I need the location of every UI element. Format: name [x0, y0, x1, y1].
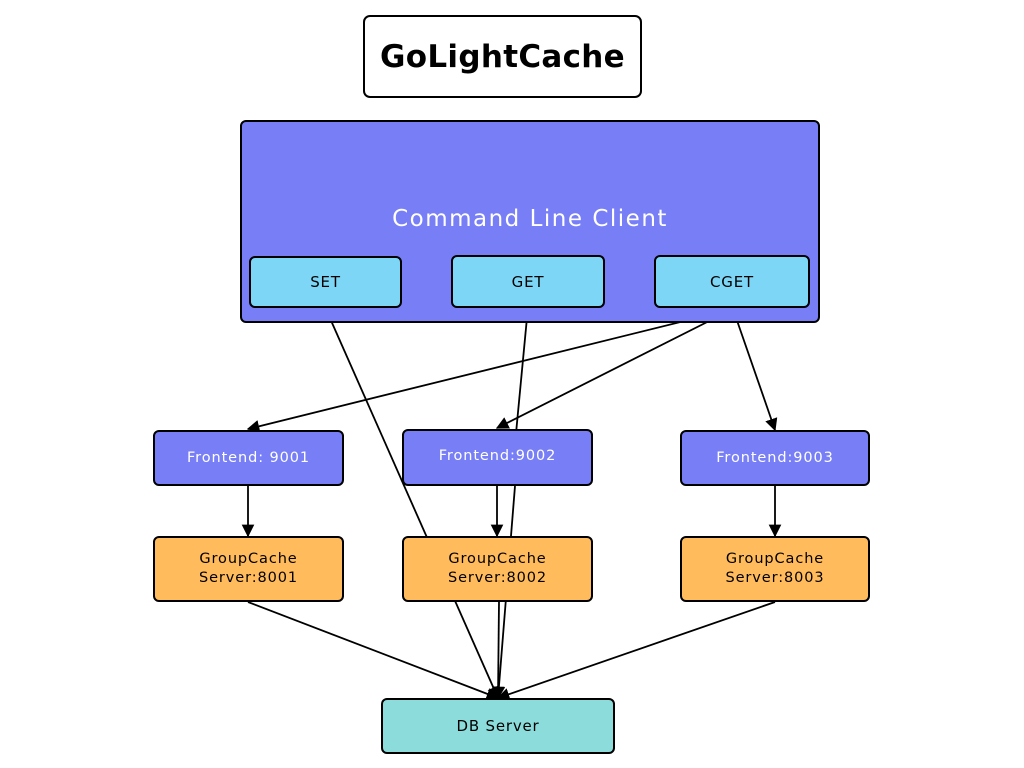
edge-cget-to-frontend-9003	[732, 308, 778, 432]
groupcache-8002-line1: GroupCache	[448, 551, 547, 567]
groupcache-8003-line1: GroupCache	[725, 551, 825, 567]
frontend-9002: Frontend:9002	[402, 429, 593, 486]
frontend-9001: Frontend: 9001	[153, 430, 344, 486]
command-get: GET	[451, 255, 605, 308]
edge-groupcache-8002-to-db	[491, 601, 505, 700]
client-label: Command Line Client	[392, 206, 668, 232]
groupcache-8003-line2: Server:8003	[725, 570, 825, 586]
diagram-title: GoLightCache	[363, 15, 642, 98]
edge-groupcache-8001-to-db	[247, 601, 500, 700]
groupcache-server-8001: GroupCache Server:8001	[153, 536, 344, 602]
groupcache-8001-line2: Server:8001	[199, 570, 298, 586]
edge-cget-to-frontend-9001	[246, 308, 734, 433]
edge-groupcache-8003-to-db	[496, 601, 776, 701]
db-server: DB Server	[381, 698, 615, 754]
groupcache-server-8002: GroupCache Server:8002	[402, 536, 593, 602]
edge-cget-to-frontend-9002	[495, 308, 734, 429]
edge-set-to-db	[324, 306, 500, 700]
groupcache-8002-line2: Server:8002	[448, 570, 547, 586]
frontend-9003: Frontend:9003	[680, 430, 870, 486]
groupcache-server-8003: GroupCache Server:8003	[680, 536, 870, 602]
groupcache-8001-line1: GroupCache	[199, 551, 298, 567]
command-set: SET	[249, 256, 402, 308]
command-cget: CGET	[654, 255, 810, 308]
